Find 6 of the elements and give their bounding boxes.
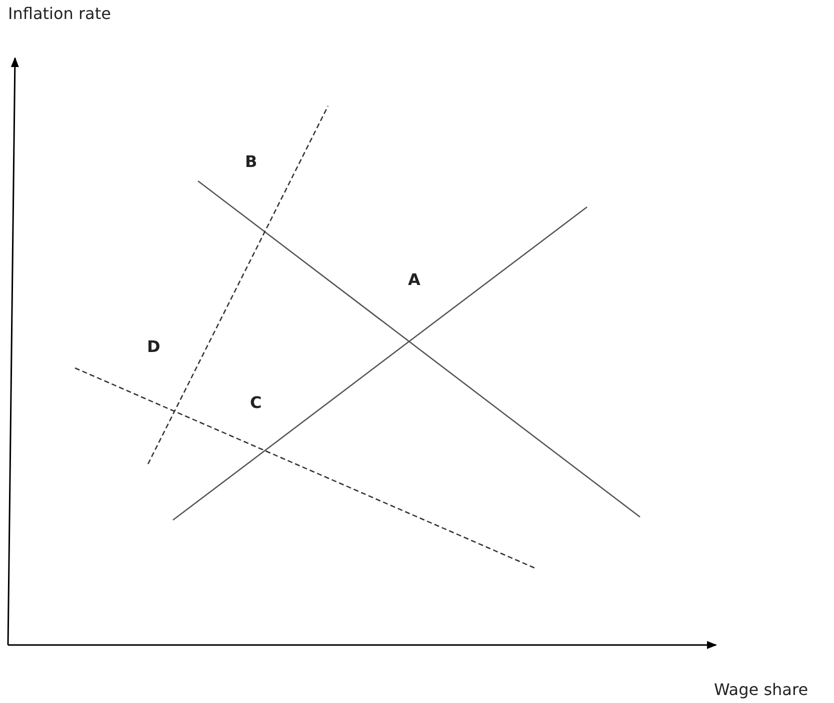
region-label: B xyxy=(245,152,258,172)
axis-title: Wage share xyxy=(714,680,808,700)
region-label: A xyxy=(408,270,420,290)
region-label: C xyxy=(250,393,262,412)
region-label: D xyxy=(147,337,160,356)
axis-title: Inflation rate xyxy=(8,4,111,24)
